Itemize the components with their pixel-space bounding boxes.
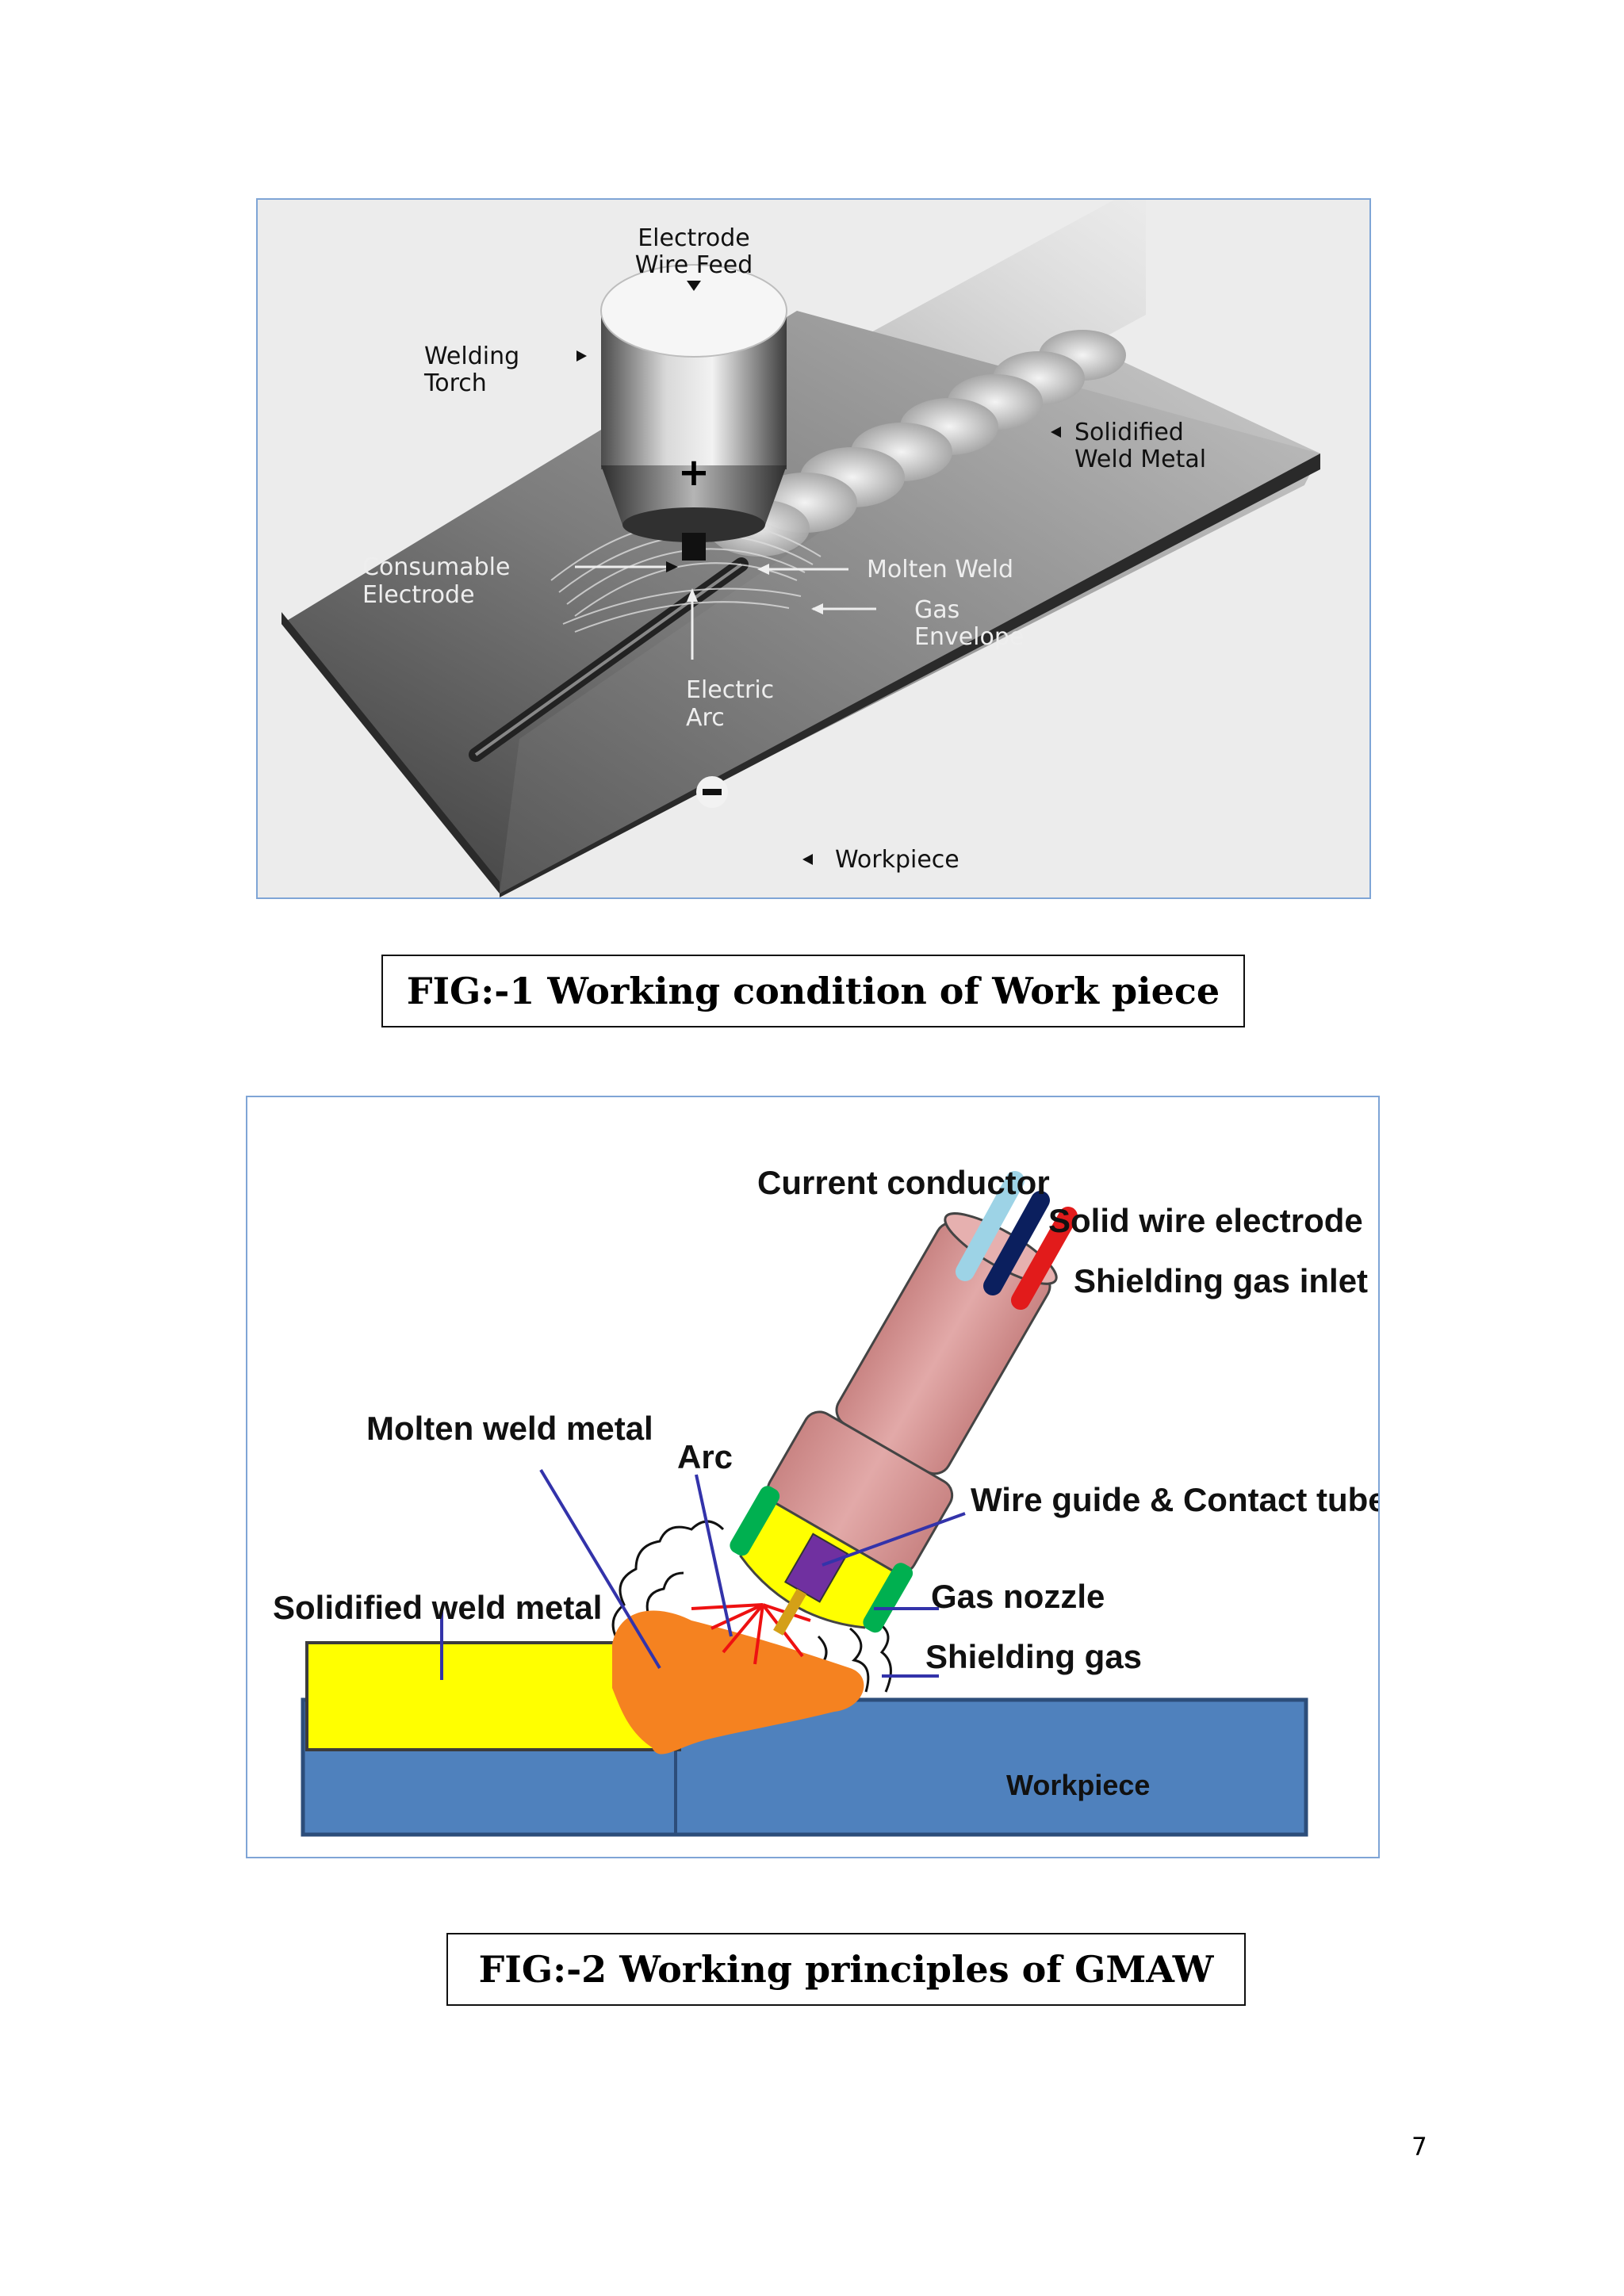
label-shielding-gas-inlet: Shielding gas inlet	[1074, 1262, 1368, 1299]
label-arc: Arc	[686, 704, 725, 732]
workpiece-plate-right	[500, 346, 1320, 894]
welding-torch	[600, 264, 787, 561]
label-gas-nozzle: Gas nozzle	[931, 1578, 1105, 1615]
label-current-conductor: Current conductor	[757, 1164, 1050, 1201]
leader-molten	[539, 1468, 661, 1670]
label-solid-wire-electrode: Solid wire electrode	[1048, 1202, 1363, 1239]
workpiece-arrow	[802, 854, 813, 865]
label-wire-feed: Wire Feed	[635, 251, 753, 279]
label-workpiece: Workpiece	[1006, 1769, 1150, 1801]
shielding-gas-inlet-cable	[1011, 1207, 1078, 1310]
label-torch: Torch	[423, 369, 487, 397]
leader-wire-guide	[822, 1512, 966, 1567]
label-weld-metal: Weld Metal	[1074, 446, 1206, 473]
figure-1-image: + Electrode Wire Feed Welding Torch Soli…	[256, 198, 1371, 899]
label-gas: Gas	[914, 596, 959, 624]
label-molten-weld: Molten Weld	[867, 556, 1013, 584]
solid-wire-cable	[983, 1191, 1050, 1295]
label-envelope: Envelope	[914, 623, 1024, 651]
figure-2-caption: FIG:-2 Working principles of GMAW	[446, 1933, 1246, 2006]
label-solidified-weld-metal: Solidified weld metal	[273, 1589, 602, 1626]
figure-1-illustration: + Electrode Wire Feed Welding Torch Soli…	[282, 200, 1320, 897]
label-consumable-electrode: Electrode	[362, 581, 475, 609]
leader-arc	[695, 1474, 733, 1637]
label-molten-weld-metal: Molten weld metal	[366, 1410, 653, 1447]
workpiece-minus-sign	[696, 776, 728, 808]
label-workpiece: Workpiece	[835, 846, 959, 874]
page-number: 7	[1411, 2133, 1427, 2161]
solidified-arrow	[1051, 427, 1061, 438]
figure-2-image: Current conductor Solid wire electrode S…	[246, 1096, 1380, 1858]
label-arc: Arc	[677, 1438, 733, 1475]
current-conductor-cable	[956, 1171, 1025, 1281]
label-solidified: Solidified	[1074, 419, 1184, 446]
label-shielding-gas: Shielding gas	[925, 1638, 1142, 1675]
label-welding: Welding	[424, 342, 519, 370]
label-wire-guide-contact-tube: Wire guide & Contact tube	[971, 1481, 1378, 1518]
label-electric: Electric	[686, 676, 774, 704]
torch-plus-sign: +	[678, 450, 710, 495]
label-electrode: Electrode	[638, 224, 750, 252]
figure-2-illustration: Current conductor Solid wire electrode S…	[273, 1164, 1378, 1837]
wire-feed-arrow	[687, 281, 701, 291]
torch-arrow	[576, 350, 587, 362]
workpiece-plate-edge	[282, 612, 500, 894]
label-consumable: Consumable	[362, 553, 510, 581]
figure-1-caption: FIG:-1 Working condition of Work piece	[381, 955, 1245, 1027]
molten-weld-metal	[612, 1610, 864, 1755]
